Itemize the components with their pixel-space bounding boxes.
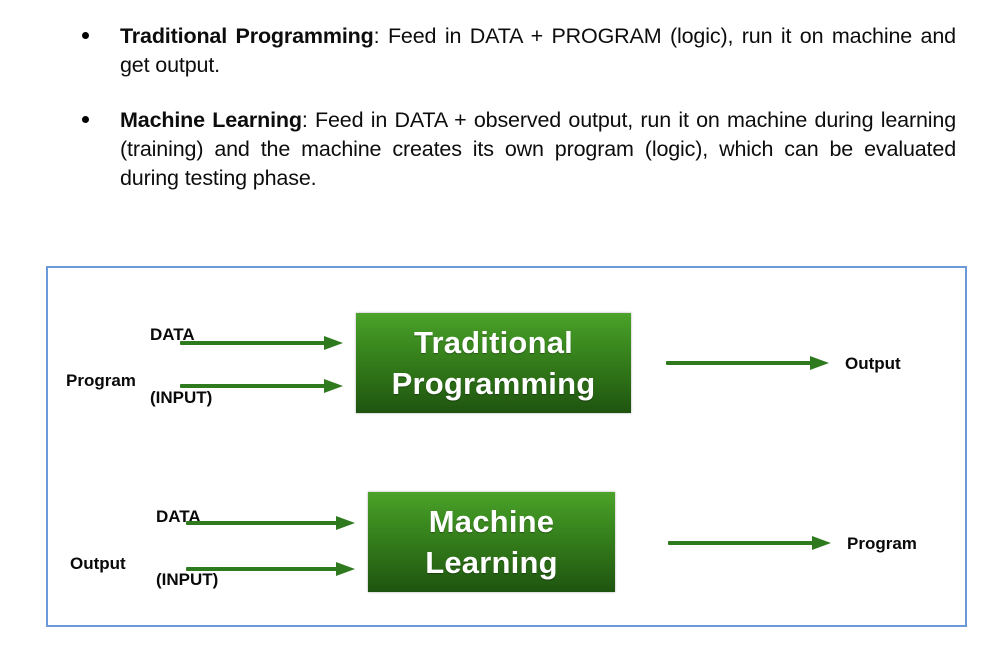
ml-data-input-label: DATA (INPUT) [156, 464, 218, 632]
traditional-programming-box: Traditional Programming [356, 313, 631, 413]
traditional-output-arrow [666, 356, 829, 370]
box-line1: Traditional [414, 325, 573, 360]
bullet-text-traditional: Traditional Programming: Feed in DATA + … [120, 22, 956, 80]
diagram-frame: DATA (INPUT) Program Traditional Program… [46, 266, 967, 627]
box-line1: Machine [428, 504, 555, 539]
traditional-program-arrow [180, 379, 343, 393]
bullet-term: Machine Learning [120, 108, 302, 132]
box-line2: Programming [391, 366, 596, 401]
arrow-shaft [180, 341, 326, 345]
arrow-shaft [186, 521, 338, 525]
arrow-head-icon [324, 336, 343, 350]
arrow-shaft [180, 384, 326, 388]
bullet-dot-icon [82, 116, 89, 123]
arrow-shaft [666, 361, 812, 365]
ml-program-arrow [668, 536, 831, 550]
arrow-head-icon [810, 356, 829, 370]
bullet-text-machine-learning: Machine Learning: Feed in DATA + observe… [120, 106, 956, 193]
box-line2: Learning [425, 545, 558, 580]
bullet-dot-icon [82, 32, 89, 39]
traditional-data-input-label: DATA (INPUT) [150, 282, 212, 450]
arrow-shaft [186, 567, 338, 571]
bullet-list: Traditional Programming: Feed in DATA + … [78, 22, 956, 219]
arrow-head-icon [336, 516, 355, 530]
traditional-output-label: Output [845, 354, 901, 373]
arrow-shaft [668, 541, 814, 545]
traditional-data-arrow [180, 336, 343, 350]
bullet-term: Traditional Programming [120, 24, 374, 48]
list-item: Machine Learning: Feed in DATA + observe… [78, 106, 956, 193]
bullet-body: : Feed in DATA + PROGRAM (logic), run it… [120, 24, 956, 77]
data-label-line1: DATA [150, 325, 195, 344]
arrow-head-icon [336, 562, 355, 576]
machine-learning-box: Machine Learning [368, 492, 615, 592]
data-label-line2: (INPUT) [150, 388, 213, 407]
list-item: Traditional Programming: Feed in DATA + … [78, 22, 956, 80]
traditional-program-label: Program [66, 371, 136, 390]
ml-data-arrow [186, 516, 356, 530]
bullet-body: : Feed in DATA + observed output, run it… [120, 108, 956, 190]
ml-output-arrow [186, 562, 356, 576]
data-label-line2: (INPUT) [156, 570, 219, 589]
arrow-head-icon [812, 536, 831, 550]
ml-output-input-label: Output [70, 554, 126, 573]
arrow-head-icon [324, 379, 343, 393]
ml-program-output-label: Program [847, 534, 917, 553]
